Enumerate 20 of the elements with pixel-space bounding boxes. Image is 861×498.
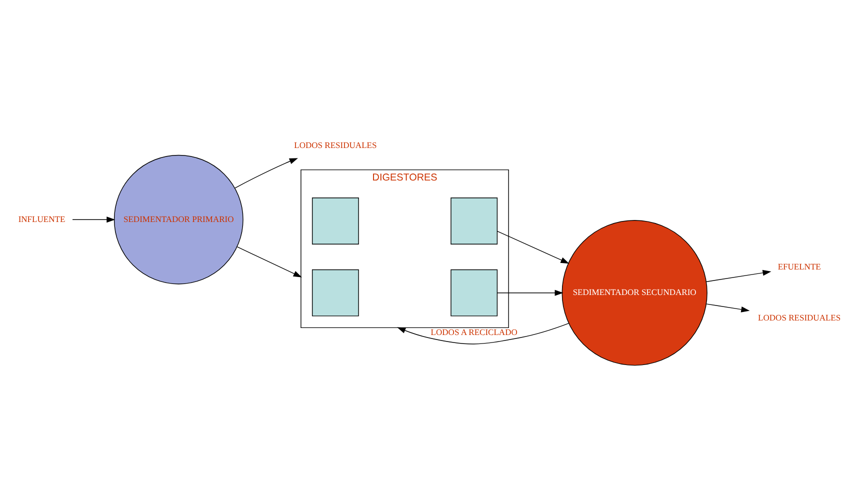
node-box [312,269,359,316]
node-text: LODOS RESIDUALES [758,312,841,323]
node-box [450,198,498,244]
arrow [234,158,298,188]
arrow [496,290,564,296]
cluster: DIGESTORES [300,169,509,328]
arrow [496,230,570,264]
node-box [312,198,359,244]
edge-label: LODOS A RECICLADO [430,327,518,338]
arrow [397,322,570,344]
node-text: LODOS RESIDUALES [294,140,377,150]
node-text: INFLUENTE [18,214,66,224]
arrow [236,246,302,278]
arrow [706,304,750,312]
node-box [450,269,498,316]
node-circle: SEDIMENTADOR SECUNDARIO [562,220,708,366]
arrow [706,270,772,282]
node-text: EFUELNTE [778,261,821,272]
node-circle: SEDIMENTADOR PRIMARIO [114,154,244,284]
arrow [72,216,116,223]
